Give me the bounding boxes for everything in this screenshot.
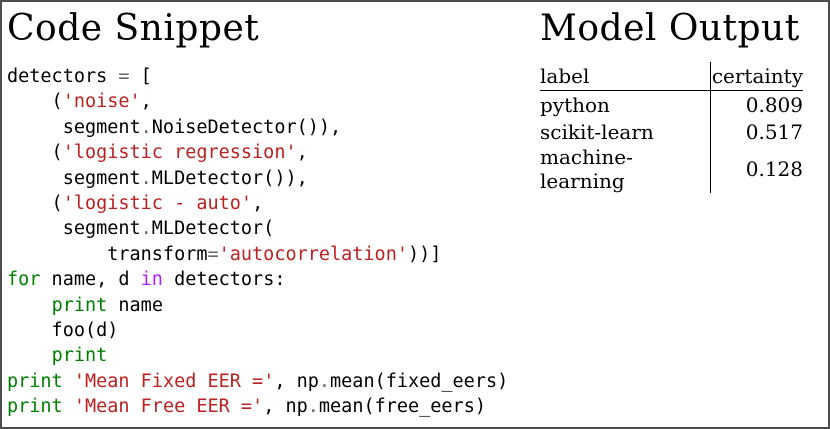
code-token: print <box>7 370 63 392</box>
label-cell: scikit-learn <box>540 119 654 144</box>
code-token: name, d <box>40 269 141 291</box>
code-token: detectors <box>7 66 119 87</box>
certainty-cell: 0.517 <box>710 118 803 145</box>
table-row: machine-learning 0.128 <box>540 145 803 193</box>
code-token: mean(free_eers) <box>318 396 486 418</box>
code-token: 'autocorrelation' <box>218 243 408 265</box>
code-token: . <box>140 218 152 240</box>
code-token: name <box>107 294 163 316</box>
label-cell: python <box>540 92 610 117</box>
code-line: segment.MLDetector()), <box>7 166 508 191</box>
column-header-certainty: certainty <box>710 62 803 91</box>
code-line: ('noise', <box>7 89 508 114</box>
code-token: ))] <box>407 243 442 265</box>
prediction-table: label certainty python 0.809 scikit-learn 0… <box>540 62 803 193</box>
code-token: transform <box>7 243 208 265</box>
code-token: 'logistic regression' <box>62 142 297 164</box>
code-token: mean(fixed_eers) <box>330 370 509 392</box>
code-line: segment.NoiseDetector()), <box>7 115 508 140</box>
code-token: foo(d) <box>7 320 119 342</box>
code-token: MLDetector()), <box>151 167 308 189</box>
code-token: print <box>7 396 63 418</box>
code-line: detectors = [ <box>7 64 508 89</box>
code-snippet-title: Code Snippet <box>7 8 260 49</box>
code-token: = <box>118 66 130 87</box>
code-token: . <box>140 167 152 189</box>
code-token <box>7 345 52 366</box>
code-token: . <box>318 370 331 392</box>
code-token: ( <box>7 193 63 215</box>
code-token: print <box>51 345 108 367</box>
code-token: detectors: <box>162 269 286 291</box>
code-snippet-panel: Code Snippet detectors = [ ('noise', seg… <box>7 8 508 420</box>
column-header-label: label <box>540 62 711 91</box>
code-token: segment <box>7 116 141 138</box>
code-line: foo(d) <box>7 318 508 343</box>
code-token: ( <box>7 91 63 113</box>
code-line: ('logistic regression', <box>7 140 508 165</box>
table-row: scikit-learn 0.517 <box>540 118 803 145</box>
code-token: in <box>140 269 163 291</box>
code-line: transform='autocorrelation'))] <box>7 242 508 267</box>
code-token: , <box>296 142 308 164</box>
code-token: ( <box>7 142 63 164</box>
code-token: segment <box>7 167 141 189</box>
code-token <box>63 396 74 417</box>
code-block: detectors = [ ('noise', segment.NoiseDet… <box>7 64 508 420</box>
code-token: = <box>207 243 219 265</box>
label-cell: machine-learning <box>540 145 633 193</box>
code-token <box>63 371 74 392</box>
certainty-cell: 0.809 <box>710 90 803 118</box>
code-token: , <box>140 91 152 113</box>
code-line: for name, d in detectors: <box>7 267 508 292</box>
code-token: 'Mean Fixed EER =' <box>73 370 275 392</box>
certainty-cell: 0.128 <box>710 145 803 193</box>
code-line: print name <box>7 293 508 318</box>
code-line: segment.MLDetector( <box>7 216 508 241</box>
code-token: 'Mean Free EER =' <box>73 396 264 418</box>
code-line: ('logistic - auto', <box>7 191 508 216</box>
code-token: , np <box>263 396 308 418</box>
code-token: NoiseDetector()), <box>151 116 342 138</box>
code-token: 'noise' <box>62 91 141 113</box>
code-token: , np <box>274 370 319 392</box>
code-token: . <box>140 116 152 138</box>
code-token: . <box>307 396 319 418</box>
model-output-panel: Model Output label certainty python 0.809… <box>540 8 828 193</box>
code-token: , <box>252 193 264 215</box>
code-token: print <box>51 294 108 316</box>
table-header-row: label certainty <box>540 62 803 91</box>
code-token: MLDetector( <box>151 218 275 240</box>
code-line: print 'Mean Free EER =', np.mean(free_ee… <box>7 394 508 419</box>
code-token: 'logistic - auto' <box>62 193 253 215</box>
table-row: python 0.809 <box>540 90 803 118</box>
model-output-title: Model Output <box>540 8 800 49</box>
code-token: [ <box>129 66 152 87</box>
code-token <box>7 295 52 316</box>
code-token: segment <box>7 218 141 240</box>
code-line: print <box>7 343 508 368</box>
code-token: for <box>7 269 41 291</box>
code-line: print 'Mean Fixed EER =', np.mean(fixed_… <box>7 369 508 394</box>
